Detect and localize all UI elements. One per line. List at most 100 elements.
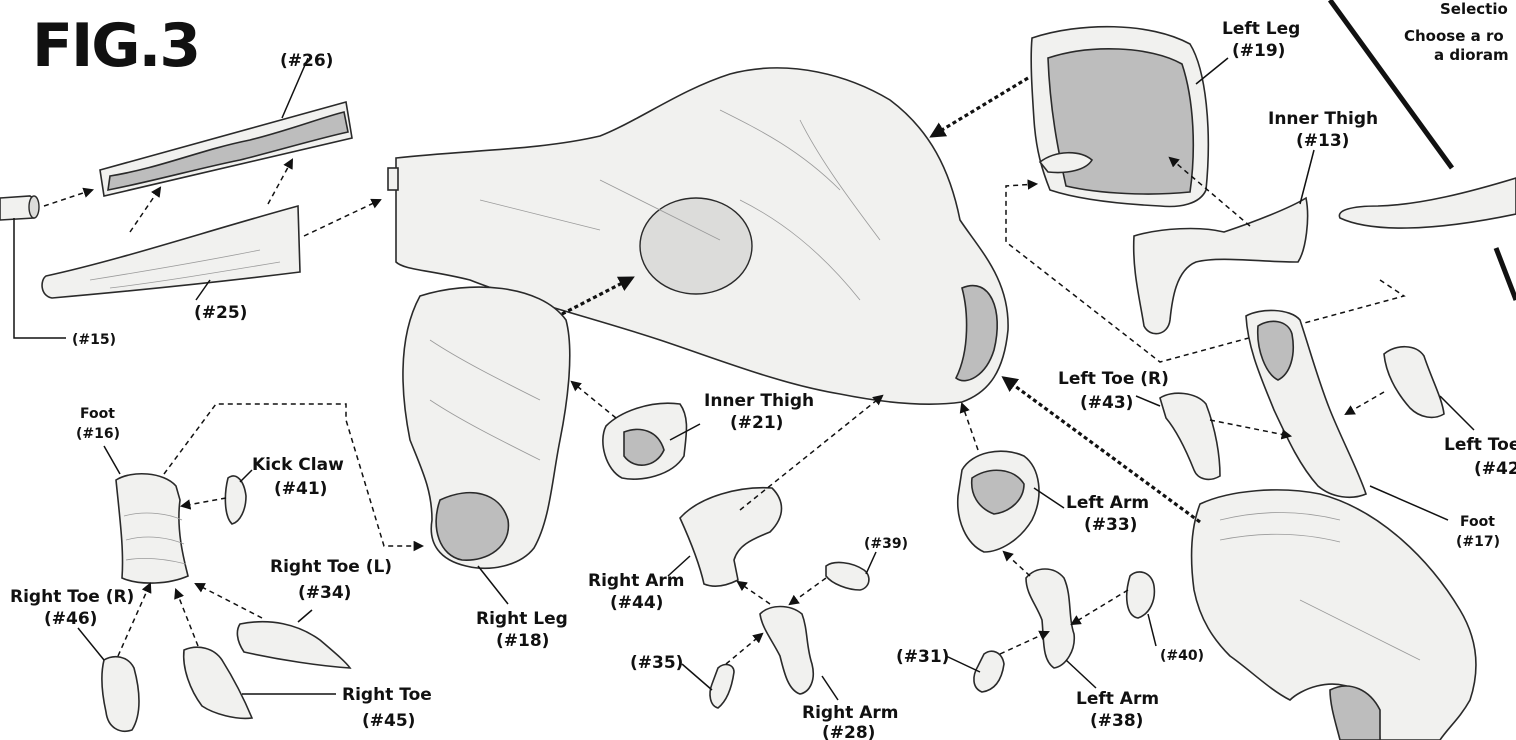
leader-foot-16 [104,446,120,474]
label-right-leg-num: (#18) [496,631,549,651]
arrow-31-to-38 [1000,632,1048,654]
label-39: (#39) [864,536,908,552]
label-kick-claw-num: (#41) [274,479,327,499]
label-31: (#31) [896,647,949,667]
part-39 [826,563,869,590]
label-right-toe-r-name: Right Toe (R) [10,587,134,607]
arrow-25-to-26-left [130,188,160,232]
label-left-toe-42-name: Left Toe [1444,435,1516,455]
arrow-15-to-26 [44,190,92,206]
label-foot-17-name: Foot [1460,514,1495,530]
arrow-toe-43-to-foot [1210,420,1290,436]
label-15: (#15) [72,332,116,348]
figure-title: FIG.3 [32,11,199,81]
leader-toe-46 [78,628,104,660]
right-foot-group: Foot (#16) Kick Claw (#41) Right Toe (L)… [10,404,432,731]
leader-39 [866,552,876,574]
body-hip-socket [640,198,752,294]
right-toe-45-part [184,647,252,718]
label-40: (#40) [1160,648,1204,664]
arrow-toe-42-to-foot [1346,392,1384,414]
leader-40 [1148,614,1156,646]
label-25: (#25) [194,303,247,323]
label-right-toe-l-num: (#34) [298,583,351,603]
panel-divider-lower [1496,248,1516,300]
arrow-25-to-26-right [268,160,292,204]
arrow-left-arm-33-to-body [962,404,978,450]
label-inner-thigh-21-name: Inner Thigh [704,391,814,411]
arrow-left-leg-to-body [932,78,1028,136]
label-left-arm-38-name: Left Arm [1076,689,1159,709]
arrow-35-to-28 [726,634,762,664]
leader-foot-17 [1370,486,1448,520]
tail-tip-part [1339,178,1516,228]
right-arm-44-part [680,488,782,586]
label-inner-thigh-13-name: Inner Thigh [1268,109,1378,129]
label-left-toe-r-name: Left Toe (R) [1058,369,1169,389]
leader-inner-thigh-13 [1300,150,1314,204]
leader-35 [682,664,712,690]
label-right-toe-r-num: (#46) [44,609,97,629]
right-arm-28-part [760,607,813,695]
left-arm-38-part [1026,569,1074,668]
tail-tip-15-end [29,196,39,218]
label-26: (#26) [280,51,333,71]
leader-left-arm-38 [1066,660,1096,688]
head-group [1004,378,1476,740]
selection-line-1: Choose a ro [1404,27,1504,45]
label-right-toe-num: (#45) [362,711,415,731]
leader-right-arm-28 [822,676,838,700]
label-right-toe-l-name: Right Toe (L) [270,557,392,577]
arrow-40-to-38 [1072,590,1128,624]
leader-toe-43 [1136,396,1160,406]
label-foot-16-name: Foot [80,406,115,422]
label-left-arm-33-num: (#33) [1084,515,1137,535]
part-35 [710,665,734,708]
arrow-tail-to-body [304,200,380,236]
tail-shell-26-inner [108,112,348,190]
arrow-foot-to-right-leg [164,404,422,546]
arrow-kick-claw-to-foot [182,498,226,506]
leader-toe-34 [298,610,312,622]
arrow-28-to-44 [738,582,770,604]
label-left-leg-name: Left Leg [1222,19,1300,39]
label-foot-16-num: (#16) [76,426,120,442]
left-toe-42-part [1384,347,1444,418]
label-left-arm-38-num: (#38) [1090,711,1143,731]
label-left-leg-num: (#19) [1232,41,1285,61]
tail-shell-25-part [42,206,300,298]
label-right-arm-28-num: (#28) [822,723,875,740]
label-inner-thigh-21-num: (#21) [730,413,783,433]
selection-heading: Selectio [1440,0,1508,18]
foot-16-part [116,474,188,583]
tail-assembly: (#26) (#25) (#15) [0,51,380,348]
leader-kick-claw [240,470,252,482]
label-right-toe-name: Right Toe [342,685,432,705]
label-left-arm-33-name: Left Arm [1066,493,1149,513]
leader-toe-42 [1440,396,1474,430]
label-left-toe-42-num: (#42 [1474,459,1516,479]
arrow-inner-thigh-21-to-leg [572,382,616,418]
label-foot-17-num: (#17) [1456,534,1500,550]
arrow-toe-34-to-foot [196,584,262,618]
arrow-toe-45-to-foot [176,590,198,646]
part-40 [1127,572,1155,618]
leader-31 [946,656,980,672]
label-left-toe-r-num: (#43) [1080,393,1133,413]
label-inner-thigh-13-num: (#13) [1296,131,1349,151]
arrow-39-to-28 [790,578,826,604]
left-toe-r-43-part [1160,393,1220,479]
body-tail-tab [388,168,398,190]
kick-claw-41-part [225,476,246,524]
label-right-arm-44-name: Right Arm [588,571,685,591]
label-right-arm-44-num: (#44) [610,593,663,613]
right-leg-18-knee [436,493,508,560]
label-35: (#35) [630,653,683,673]
right-toe-r-46-part [102,657,139,731]
label-right-arm-28-name: Right Arm [802,703,899,723]
selection-line-2: a dioram [1434,46,1509,64]
right-toe-l-34-part [237,622,350,668]
label-kick-claw-name: Kick Claw [252,455,344,475]
label-right-leg-name: Right Leg [476,609,568,629]
